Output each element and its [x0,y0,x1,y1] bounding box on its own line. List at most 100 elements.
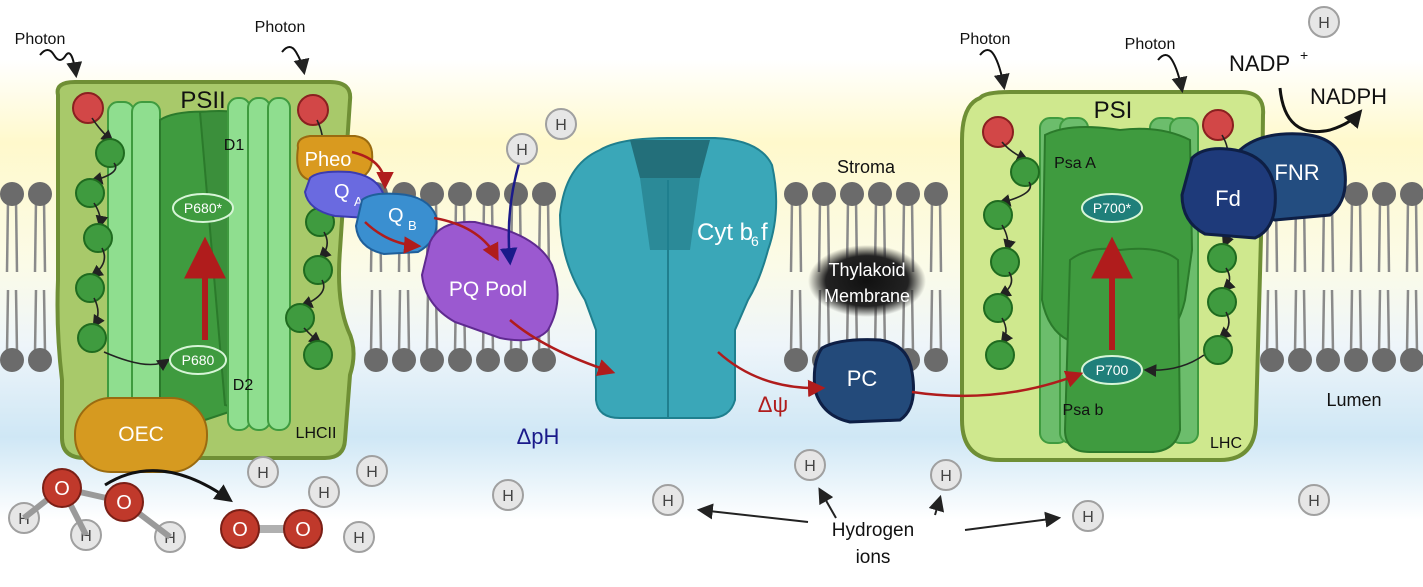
qb-to-pq-arrow [433,216,499,262]
oxygen-molecules: O O O O [22,468,323,549]
pq-pool-label: PQ Pool [449,278,527,301]
hydrogen-ion-icon: H [1308,6,1340,38]
cyt-suffix: f [761,219,768,246]
pheo-label: Pheo [305,149,352,171]
d1-label: D1 [224,137,245,154]
chlorophyll-green-icon [285,303,315,333]
h-arrow-upright [928,494,945,516]
hydrogen-ion-label: H [80,528,92,545]
delta-psi-label: Δψ [758,392,788,417]
oxygen-atom-label: O [295,519,311,541]
chlorophyll-green-icon [1207,243,1237,273]
hydrogen-ion-label: H [318,485,330,502]
chlorophyll-green-icon [95,138,125,168]
lipid [0,182,24,372]
chlorophyll-red-icon [72,92,104,124]
chlorophyll-green-icon [83,223,113,253]
hydrogen-ion-icon: H [1072,500,1104,532]
oxygen-atom-label: O [54,478,70,500]
chlorophyll-green-icon [983,200,1013,230]
p700-label: P700 [1096,362,1129,378]
psii-left-chain [72,92,125,353]
p680-oval [169,345,227,375]
oxygen-atom-icon: O [220,509,260,549]
oxygen-atom-icon: O [283,509,323,549]
chlorophyll-green-icon [1203,335,1233,365]
hydrogen-ion-label: H [662,493,674,510]
nadph-label: NADPH [1310,84,1387,109]
pheo-to-qa-arrow [351,150,394,190]
photon-icon-4 [1157,54,1188,94]
p680-star-label: P680* [184,200,223,216]
chlorophyll-green-icon [303,255,333,285]
delta-ph-label: ΔpH [517,424,560,449]
photon-label-4: Photon [1125,36,1176,53]
hydrogen-ion-icon: H [356,455,388,487]
pq-to-cyt-arrow [509,319,616,376]
nadp-label: NADP [1229,51,1290,76]
p700-oval [1081,355,1143,385]
hydrogen-ion-label: H [502,488,514,505]
chlorophyll-green-icon [77,323,107,353]
membrane-label-box [808,245,926,317]
proton-uptake-arrow [499,159,522,266]
photon-label-1: Photon [15,31,66,48]
hydrogen-ion-label: H [353,530,365,547]
chlorophyll-red-icon [982,116,1014,148]
hydrogen-ion-label: H [516,142,528,159]
cyt-to-pc-arrow [717,351,826,398]
nadp-to-nadph-arrow [1278,87,1363,134]
cyt-subscript: 6 [751,233,759,249]
p700-star-oval [1081,193,1143,223]
lipid [1344,182,1368,372]
chlorophyll-green-icon [990,247,1020,277]
oxygen-atom-icon: O [104,482,144,522]
lhc-label: LHC [1210,435,1242,452]
qa-subscript: A [354,194,363,209]
hydrogen-ion-icon: H [492,479,524,511]
water-to-oxygen-arrow [104,469,233,503]
hydrogen-ion-icon: H [794,449,826,481]
qa-label: Q [334,181,350,203]
pc-label: PC [847,366,878,391]
psi-left-chain [982,116,1040,370]
oxygen-atom-label: O [116,492,132,514]
photon-icon-2 [281,46,310,76]
psii-complex [55,80,356,460]
photon-label-2: Photon [255,19,306,36]
hydrogen-ion-icon: H [1298,484,1330,516]
hydrogen-ion-icon: H [545,108,577,140]
oxygen-atom-label: O [232,519,248,541]
hydrogen-ion-label: H [164,530,176,547]
photon-icon-1 [39,49,83,79]
hydrogen-ion-icon: H [343,521,375,553]
lipid [784,182,808,372]
h-arrow-left [696,503,809,523]
hydrogen-ion-label: H [18,511,30,528]
fd-shape [1180,147,1277,240]
lipid [28,182,52,372]
cyt-b6f-complex [558,137,778,419]
h-arrow-right [964,511,1062,531]
photon-icon-3 [979,49,1010,91]
pc-to-p700-arrow [911,370,1084,398]
fd-label: Fd [1215,186,1241,211]
p680-star-oval [172,193,234,223]
membrane-label-2: Membrane [824,286,910,306]
lipid [924,182,948,372]
chlorophyll-red-icon [1202,109,1234,141]
psi-label: PSI [1094,97,1133,124]
hydrogen-ion-label: H [366,464,378,481]
hydrogen-ion-label: H [804,458,816,475]
psa-a-label: Psa A [1054,155,1096,172]
lipid [1400,182,1423,372]
lumen-label: Lumen [1326,390,1381,410]
photon-label-3: Photon [960,31,1011,48]
cyt-label: Cyt b [697,219,753,246]
hydrogen-ion-label: H [940,468,952,485]
nadp-superscript: + [1300,47,1308,63]
chlorophyll-red-icon [297,94,329,126]
